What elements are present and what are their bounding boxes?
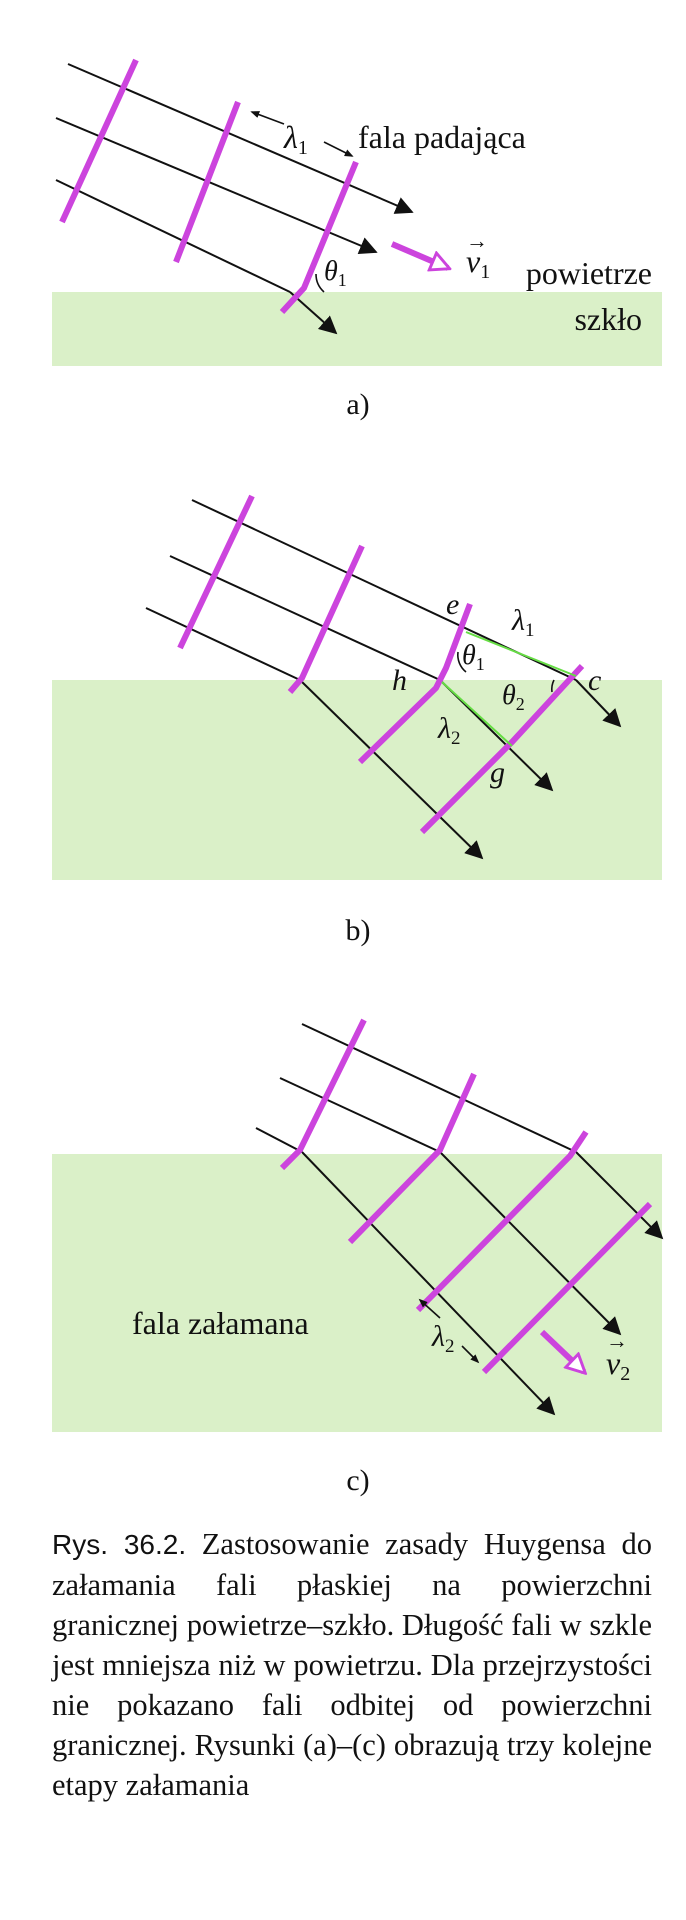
velocity-arrow-1 — [390, 241, 448, 268]
lambda-arrow-left — [250, 111, 285, 125]
caption-text: Zastosowanie zasady Huygensa do załamani… — [52, 1527, 652, 1802]
ray-b-3 — [145, 607, 301, 681]
construction-line-h-g — [441, 681, 513, 747]
caption-label: Rys. 36.2. — [52, 1529, 187, 1560]
ray-c-2 — [279, 1077, 441, 1153]
velocity-vector-arrow-2: → — [606, 1328, 628, 1353]
velocity-vector-arrow-1: → — [466, 228, 488, 253]
lambda-2-arrow-up — [418, 1298, 441, 1319]
medium-glass-label: szkło — [574, 301, 642, 337]
theta-1-label-b: θ1 — [462, 640, 485, 674]
wavefront-a-3 — [279, 160, 359, 315]
panel-c: λ2 fala załamana → v2 c) — [52, 1018, 664, 1497]
wavefront-a-2 — [173, 100, 241, 264]
theta-1-label-a: θ1 — [324, 256, 347, 290]
wavefront-b-4 — [419, 663, 585, 835]
panel-label-a: a) — [346, 388, 369, 421]
panel-label-b: b) — [346, 914, 371, 947]
glass-region-a — [52, 292, 662, 366]
velocity-arrow-2 — [539, 1329, 584, 1372]
ray-b-3-refracted — [299, 679, 484, 860]
ray-c-3 — [255, 1127, 303, 1153]
wavefront-b-2 — [287, 544, 365, 694]
ray-c-2-refracted — [439, 1151, 622, 1336]
lambda-arrow-right — [323, 141, 354, 157]
wavefront-b-1 — [177, 494, 255, 650]
construction-line-e-c — [465, 631, 577, 677]
velocity-2-label: v2 — [606, 1345, 630, 1385]
point-c-label: c — [588, 664, 601, 697]
wavefront-c-2 — [347, 1072, 477, 1245]
incident-wave-label: fala padająca — [358, 119, 526, 155]
lambda-2-label-b: λ2 — [437, 712, 461, 749]
theta-2-arc-b — [550, 679, 555, 693]
wavefront-c-1 — [279, 1018, 367, 1171]
figure-caption: Rys. 36.2. Zastosowanie zasady Huygensa … — [52, 1524, 652, 1805]
lambda-2-arrow-down — [461, 1345, 480, 1364]
refracted-wave-label: fala załamana — [132, 1305, 309, 1341]
glass-region-b — [52, 680, 662, 880]
theta-1-arc-b — [457, 651, 467, 673]
panel-b: e h c g λ1 λ2 θ1 θ2 b) — [52, 494, 662, 947]
wavefront-a-1 — [59, 58, 139, 224]
panel-label-c: c) — [346, 1464, 369, 1497]
wavefront-c-4 — [481, 1201, 653, 1375]
ray-c-1-refracted — [575, 1151, 664, 1240]
velocity-1-label: v1 — [466, 243, 490, 283]
glass-region-c — [52, 1154, 662, 1432]
ray-a-3 — [55, 179, 291, 293]
medium-air-label: powietrze — [526, 255, 652, 291]
panel-a: λ1 fala padająca θ1 → v1 powietrze szkło… — [52, 58, 662, 421]
theta-1-arc-a — [315, 273, 325, 293]
point-e-label: e — [446, 588, 459, 621]
wavefront-b-3 — [357, 602, 473, 765]
lambda-1-label-b: λ1 — [511, 604, 535, 641]
ray-b-2 — [169, 555, 441, 681]
point-h-label: h — [392, 664, 407, 697]
wavefront-c-3 — [415, 1130, 589, 1313]
ray-c-3-refracted — [301, 1151, 556, 1416]
ray-b-1-refracted — [575, 679, 622, 728]
ray-a-2 — [55, 117, 378, 255]
ray-c-1 — [301, 1023, 577, 1153]
lambda-1-label-a: λ1 — [283, 119, 308, 159]
point-g-label: g — [490, 756, 505, 789]
theta-2-label-b: θ2 — [502, 680, 525, 714]
lambda-2-label-c: λ2 — [431, 1320, 455, 1357]
